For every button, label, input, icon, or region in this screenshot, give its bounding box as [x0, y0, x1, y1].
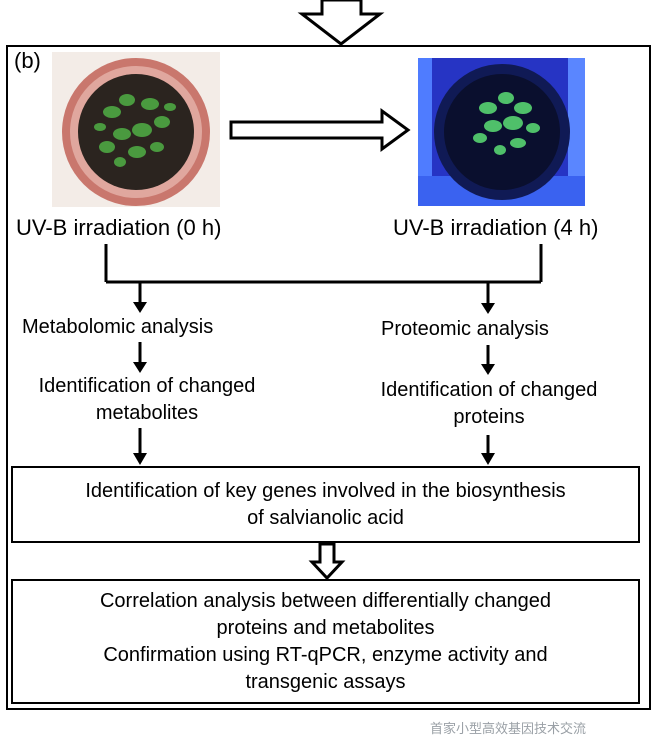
- panel-frame: [6, 45, 651, 710]
- hollow-right-arrow: [229, 108, 411, 152]
- left-step-identification: Identification of changed metabolites: [14, 373, 280, 427]
- box-correlation-line2: proteins and metabolites: [216, 616, 435, 639]
- box-key-genes: Identification of key genes involved in …: [11, 466, 640, 543]
- photo-uvb-4h: [418, 58, 585, 206]
- hollow-down-arrow: [308, 542, 346, 581]
- box-correlation-line3: Confirmation using RT-qPCR, enzyme activ…: [103, 643, 548, 666]
- box-correlation: Correlation analysis between differentia…: [11, 579, 640, 704]
- caption-uvb-4h: UV-B irradiation (4 h): [393, 215, 599, 240]
- caption-uvb-0h: UV-B irradiation (0 h): [16, 215, 222, 240]
- left-step-identification-line2: metabolites: [95, 402, 199, 424]
- watermark-text: 首家小型高效基因技术交流: [430, 721, 587, 736]
- top-hollow-arrow: [297, 0, 385, 46]
- right-step-identification: Identification of changed proteins: [352, 377, 626, 431]
- left-step-metabolomic: Metabolomic analysis: [22, 316, 214, 338]
- photo-uvb-0h: [52, 52, 220, 207]
- box-correlation-line4: transgenic assays: [245, 670, 406, 693]
- left-branch-arrows: [133, 282, 147, 465]
- box-key-genes-line1: Identification of key genes involved in …: [85, 479, 566, 502]
- right-step-identification-line1: Identification of changed: [380, 379, 598, 401]
- panel-label: (b): [14, 48, 41, 73]
- left-step-identification-line1: Identification of changed: [38, 375, 256, 397]
- right-branch-arrows: [481, 282, 495, 465]
- caption-join-connector: [104, 244, 543, 284]
- right-step-proteomic: Proteomic analysis: [381, 318, 549, 340]
- right-step-identification-line2: proteins: [453, 406, 525, 428]
- box-correlation-line1: Correlation analysis between differentia…: [99, 589, 551, 612]
- box-key-genes-line2: of salvianolic acid: [247, 506, 404, 529]
